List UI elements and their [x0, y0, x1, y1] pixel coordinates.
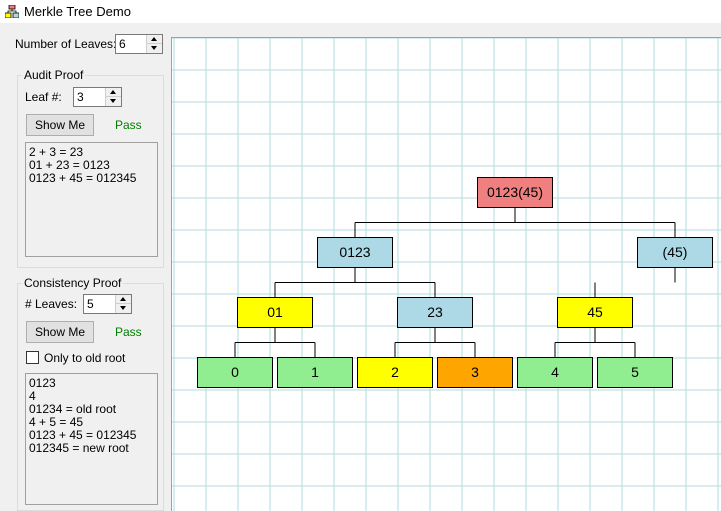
- consistency-output-line: 4: [29, 389, 36, 403]
- audit-output-line: 2 + 3 = 23: [29, 145, 84, 159]
- audit-output-line: 0123 + 45 = 012345: [29, 171, 137, 185]
- leaf-number-value: 3: [77, 90, 84, 104]
- arrow-up-icon: [110, 90, 116, 94]
- tree-node-0: 0123(45): [477, 177, 553, 208]
- title-bar: Merkle Tree Demo: [0, 0, 721, 23]
- consistency-leaves-value: 5: [87, 297, 94, 311]
- leaf-number-label: Leaf #:: [25, 90, 62, 104]
- tree-node-1: 0123: [317, 237, 393, 268]
- tree-connector: [594, 268, 676, 297]
- consistency-output-textbox[interactable]: 0123 4 01234 = old root 4 + 5 = 45 0123 …: [25, 373, 158, 505]
- tree-connector: [394, 328, 476, 357]
- window-title: Merkle Tree Demo: [24, 4, 131, 19]
- tree-node-4: 23: [397, 297, 473, 328]
- consistency-leaves-stepper[interactable]: 5: [83, 294, 132, 314]
- consistency-show-me-button[interactable]: Show Me: [26, 321, 94, 343]
- arrow-up-icon: [151, 37, 157, 41]
- consistency-output-line: 0123: [29, 376, 56, 390]
- audit-proof-title: Audit Proof: [22, 68, 86, 82]
- tree-node-8: 2: [357, 357, 433, 388]
- tree-connector: [234, 328, 316, 357]
- tree-node-2: (45): [637, 237, 713, 268]
- tree-node-9: 3: [437, 357, 513, 388]
- consistency-output-line: 012345 = new root: [29, 441, 129, 455]
- tree-connectors: [234, 208, 676, 357]
- audit-status-text: Pass: [115, 118, 142, 132]
- audit-output-line: 01 + 23 = 0123: [29, 158, 110, 172]
- number-of-leaves-label: Number of Leaves:: [15, 37, 117, 51]
- audit-proof-group: [17, 75, 164, 268]
- consistency-output-line: 01234 = old root: [29, 402, 117, 416]
- tree-node-10: 4: [517, 357, 593, 388]
- only-to-old-root-label[interactable]: Only to old root: [44, 351, 126, 365]
- audit-show-me-button[interactable]: Show Me: [26, 114, 94, 136]
- audit-output-textbox[interactable]: 2 + 3 = 23 01 + 23 = 0123 0123 + 45 = 01…: [25, 142, 158, 257]
- stepper-down-button[interactable]: [147, 44, 162, 53]
- stepper-up-button[interactable]: [116, 295, 131, 304]
- consistency-proof-title: Consistency Proof: [22, 276, 124, 290]
- consistency-output-line: 4 + 5 = 45: [29, 415, 84, 429]
- tree-node-7: 1: [277, 357, 353, 388]
- arrow-down-icon: [151, 46, 157, 50]
- arrow-down-icon: [120, 306, 126, 310]
- tree-connector: [354, 208, 676, 237]
- stepper-up-button[interactable]: [106, 88, 121, 97]
- tree-node-6: 0: [197, 357, 273, 388]
- leaf-number-stepper[interactable]: 3: [73, 87, 122, 107]
- tree-node-5: 45: [557, 297, 633, 328]
- tree-node-3: 01: [237, 297, 313, 328]
- consistency-output-line: 0123 + 45 = 012345: [29, 428, 137, 442]
- tree-node-11: 5: [597, 357, 673, 388]
- consistency-status-text: Pass: [115, 325, 142, 339]
- arrow-up-icon: [120, 297, 126, 301]
- stepper-down-button[interactable]: [106, 97, 121, 106]
- number-of-leaves-value: 6: [119, 37, 126, 51]
- stepper-down-button[interactable]: [116, 304, 131, 313]
- tree-connector: [274, 268, 436, 297]
- tree-connector: [554, 328, 636, 357]
- only-to-old-root-checkbox[interactable]: [26, 351, 39, 364]
- stepper-up-button[interactable]: [147, 35, 162, 44]
- consistency-leaves-label: # Leaves:: [25, 297, 78, 311]
- app-icon: [5, 5, 19, 18]
- number-of-leaves-stepper[interactable]: 6: [115, 34, 163, 54]
- arrow-down-icon: [110, 99, 116, 103]
